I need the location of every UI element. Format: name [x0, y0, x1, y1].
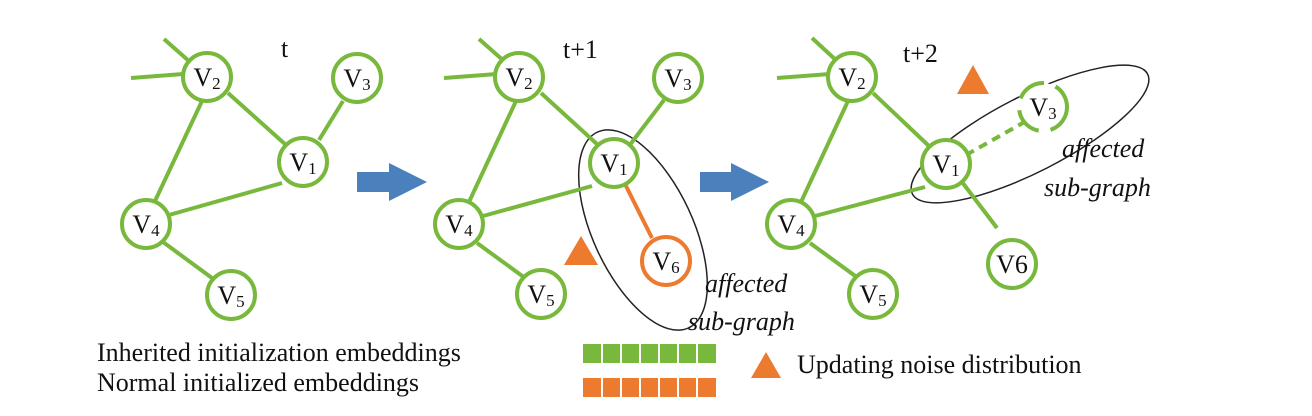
annotation-line-1: affected	[1062, 134, 1145, 163]
affected-subgraph-ellipse	[577, 129, 709, 331]
node-v5	[205, 269, 257, 321]
edge-v4-v1	[814, 185, 926, 218]
node-label-v2: V2	[505, 63, 532, 93]
panel-t2-edges	[776, 36, 999, 280]
node-v1	[588, 137, 640, 189]
panel-t2-node-circles	[765, 51, 1038, 320]
annotation-line-2: sub-graph	[688, 307, 795, 336]
annotation-line-2: sub-graph	[1044, 173, 1151, 202]
edge-v4-v5	[475, 241, 527, 280]
legend-noise-label: Updating noise distribution	[797, 350, 1082, 379]
panel-t1: t+1 V2 V3 V1 V4 V5 V6 affected sub-graph	[433, 35, 795, 336]
noise-update-triangle	[957, 65, 989, 94]
edge-v4-v1	[482, 184, 593, 218]
node-label-v1: V1	[932, 150, 959, 180]
edge-v2-stub-2	[443, 72, 498, 80]
node-label-v5: V5	[859, 280, 886, 310]
node-label-v5: V5	[527, 280, 554, 310]
noise-update-triangle	[564, 236, 598, 265]
panel-t2-node-labels: V2 V1 V3 V4 V5 V6	[777, 63, 1056, 310]
node-label-v1: V1	[600, 149, 627, 179]
transition-arrow-1	[357, 163, 427, 201]
panel-t-edges	[130, 37, 345, 280]
panel-t2: t+2 V2 V1 V3 V4 V5 V6 affected sub-graph	[765, 36, 1151, 320]
edge-v2-stub-2	[130, 72, 184, 80]
node-v4	[765, 198, 817, 250]
edge-v3-v1	[627, 98, 666, 148]
node-label-v2: V2	[838, 63, 865, 93]
annotation-line-1: affected	[705, 269, 788, 298]
node-v4	[433, 198, 485, 250]
edge-v2-v4	[799, 100, 850, 203]
legend-noise-triangle	[751, 352, 781, 378]
legend-inherited-label: Inherited initialization embeddings	[97, 338, 461, 367]
time-label: t+1	[563, 35, 598, 64]
time-label: t+2	[903, 39, 938, 68]
node-v3	[652, 52, 704, 104]
node-label-v1: V1	[289, 148, 316, 178]
node-v4	[120, 198, 172, 250]
node-label-v5: V5	[217, 281, 244, 311]
node-v5	[847, 268, 899, 320]
node-label-v4: V4	[777, 210, 805, 240]
edge-v4-v5	[161, 240, 214, 280]
node-v3-removed	[1017, 81, 1069, 133]
node-label-v4: V4	[132, 210, 160, 240]
transition-arrow-2	[700, 163, 769, 201]
edge-v4-v5	[808, 241, 860, 280]
legend-normal-embedding-bar	[583, 378, 716, 397]
affected-subgraph-label: affected sub-graph	[1044, 134, 1151, 202]
panel-t1-node-labels: V2 V3 V1 V4 V5 V6	[445, 63, 691, 310]
edge-v2-v4	[467, 100, 518, 203]
legend-normal-label: Normal initialized embeddings	[97, 368, 419, 397]
time-label: t	[281, 34, 289, 63]
edge-v1-v6-new	[623, 183, 654, 239]
edge-v2-v1	[226, 91, 288, 147]
node-v1	[920, 138, 972, 190]
node-label-v4: V4	[445, 210, 473, 240]
node-v6	[986, 238, 1038, 290]
edge-v2-stub-1	[162, 37, 192, 64]
node-v5	[515, 268, 567, 320]
edge-v2-v1	[871, 91, 932, 149]
edge-v1-v3-removed	[965, 118, 1029, 157]
edge-v2-v4	[153, 100, 204, 202]
panel-t: t V2 V3 V1 V4 V5	[120, 34, 383, 321]
affected-subgraph-label: affected sub-graph	[688, 269, 795, 336]
affected-subgraph-ellipse	[910, 64, 1150, 204]
node-label-v6: V6	[996, 250, 1028, 279]
edge-v2-stub-1	[810, 36, 840, 64]
panel-t1-edges	[443, 37, 666, 280]
edge-v4-v1	[168, 181, 283, 217]
node-v6-new	[640, 235, 692, 287]
node-label-v3: V3	[343, 64, 370, 94]
node-v2	[826, 51, 878, 103]
legend-inherited-embedding-bar	[583, 344, 716, 363]
edge-v1-v6	[960, 180, 999, 230]
node-v2	[493, 51, 545, 103]
edge-v2-v1	[539, 91, 600, 147]
panel-t-node-labels: V2 V3 V1 V4 V5	[132, 63, 370, 311]
node-label-v6: V6	[652, 247, 679, 277]
legend: Inherited initialization embeddings Norm…	[97, 338, 1082, 397]
node-label-v3: V3	[664, 64, 691, 94]
node-label-v3: V3	[1029, 93, 1056, 123]
edge-v2-stub-2	[776, 72, 831, 80]
node-label-v2: V2	[193, 63, 220, 93]
panel-t1-node-circles	[433, 51, 704, 320]
edge-v2-stub-1	[477, 37, 507, 64]
panel-t-node-circles	[120, 51, 383, 321]
edge-v3-v1	[317, 99, 345, 142]
node-v1	[277, 136, 329, 188]
node-v2	[181, 51, 233, 103]
node-v3	[331, 52, 383, 104]
